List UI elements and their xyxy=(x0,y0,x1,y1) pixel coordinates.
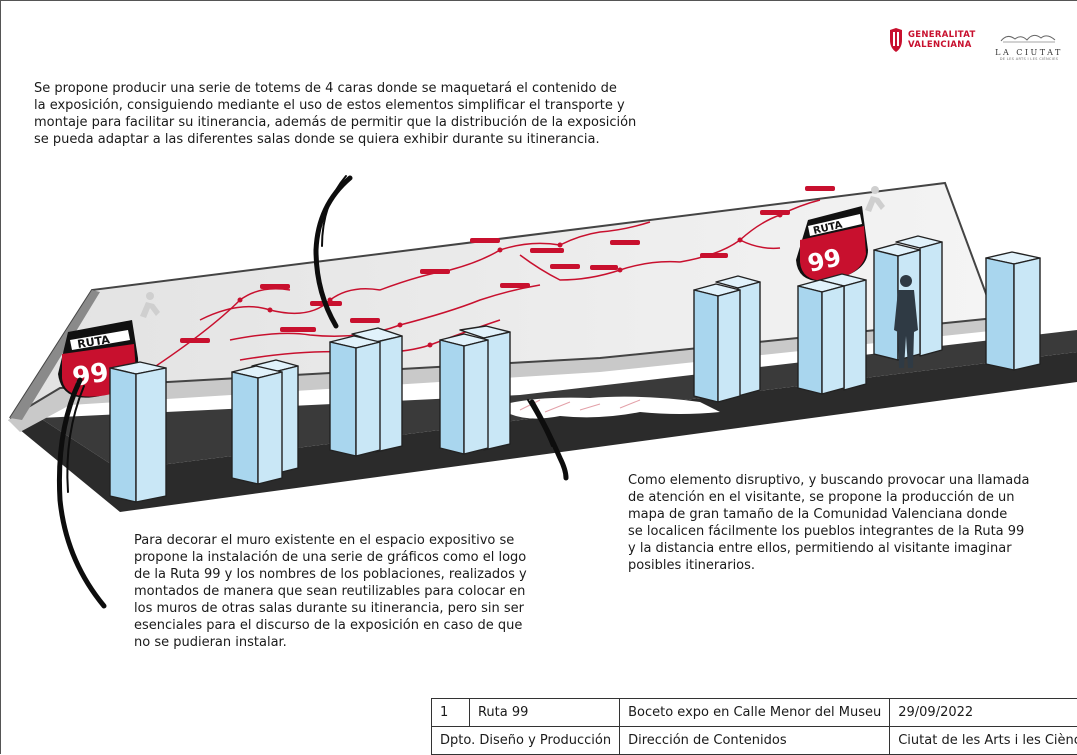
totem-4 xyxy=(440,326,510,454)
totem-2 xyxy=(232,360,298,484)
totem-3 xyxy=(330,328,402,456)
totem-8 xyxy=(986,252,1040,370)
totem-1 xyxy=(110,362,166,502)
totem-6 xyxy=(798,274,866,394)
map-paragraph: Como elemento disruptivo, y buscando pro… xyxy=(628,472,1073,574)
institution: Ciutat de les Arts i les Ciències xyxy=(890,727,1077,755)
content-direction: Dirección de Contenidos xyxy=(620,727,890,755)
title-block-row-2: Dpto. Diseño y Producción Dirección de C… xyxy=(432,727,1077,755)
sheet-date: 29/09/2022 xyxy=(890,699,1077,727)
wall-paragraph: Para decorar el muro existente en el esp… xyxy=(134,532,594,651)
intro-paragraph: Se propone producir una serie de totems … xyxy=(34,80,724,148)
title-block-table: 1 Ruta 99 Boceto expo en Calle Menor del… xyxy=(431,698,1077,755)
project-name: Ruta 99 xyxy=(469,699,619,727)
sheet-title: Boceto expo en Calle Menor del Museu xyxy=(620,699,890,727)
title-block-row-1: 1 Ruta 99 Boceto expo en Calle Menor del… xyxy=(432,699,1077,727)
totem-5 xyxy=(694,276,760,402)
department: Dpto. Diseño y Producción xyxy=(432,727,620,755)
sheet-number: 1 xyxy=(432,699,470,727)
